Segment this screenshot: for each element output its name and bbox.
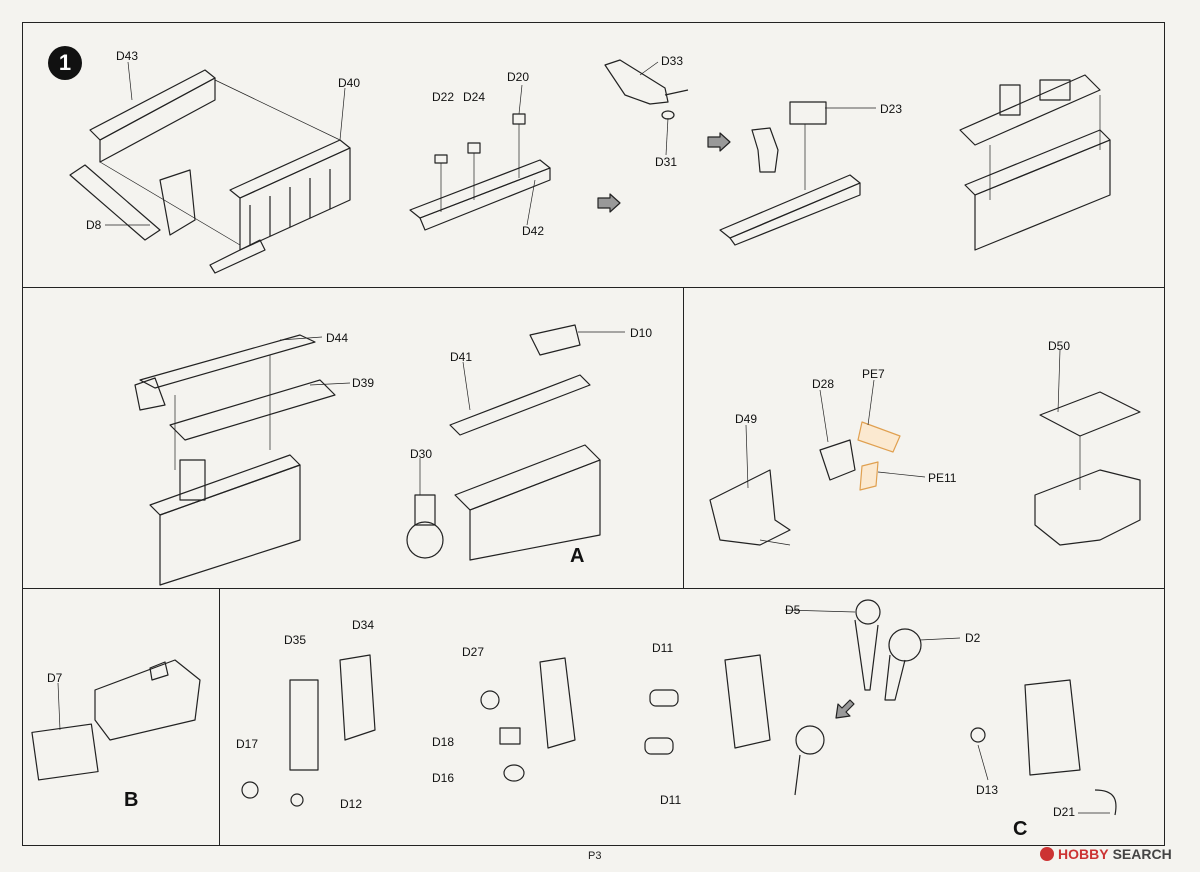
label-d22: D22 — [432, 90, 455, 104]
arrow-right-2 — [707, 132, 731, 152]
radiator-d49-drawing — [709, 439, 856, 546]
label-d28: D28 — [812, 377, 835, 391]
label-d11-bottom: D11 — [660, 793, 682, 807]
rail-sub-assembly-drawing — [719, 101, 861, 246]
step-number-badge: 1 — [48, 46, 82, 80]
arrow-down-left — [835, 699, 855, 719]
engine-complete-drawing — [959, 74, 1111, 251]
etch-pe11-drawing — [859, 461, 879, 491]
label-d12: D12 — [340, 797, 363, 811]
rail-assembly-drawing — [409, 113, 551, 231]
watermark-suffix: SEARCH — [1112, 846, 1172, 862]
label-d2: D2 — [965, 631, 981, 645]
arrow-right-1 — [597, 193, 621, 213]
pump-final-drawing — [970, 679, 1117, 816]
engine-block-a-drawing — [406, 324, 601, 561]
engine-top-cover-drawing — [134, 334, 336, 586]
pump-d27-drawing — [480, 657, 576, 782]
radiator-b-drawing — [31, 659, 201, 781]
watermark-brand: HOBBY — [1058, 846, 1109, 862]
label-d39: D39 — [352, 376, 375, 390]
label-d50: D50 — [1048, 339, 1071, 353]
step-number: 1 — [58, 50, 72, 75]
label-d18: D18 — [432, 735, 455, 749]
label-d31: D31 — [655, 155, 678, 169]
label-d21: D21 — [1053, 805, 1076, 819]
label-pe7: PE7 — [862, 367, 885, 381]
leader-lines — [57, 61, 1110, 814]
label-d5: D5 — [785, 603, 801, 617]
page-number: P3 — [588, 850, 602, 862]
label-d8: D8 — [86, 218, 102, 232]
label-d44: D44 — [326, 331, 349, 345]
exhaust-bracket-drawing — [604, 59, 689, 120]
label-d20: D20 — [507, 70, 530, 84]
label-d17: D17 — [236, 737, 259, 751]
engine-frame-drawing — [69, 69, 351, 274]
label-d41: D41 — [450, 350, 473, 364]
label-d11-top: D11 — [652, 641, 674, 655]
label-d49: D49 — [735, 412, 758, 426]
label-d23: D23 — [880, 102, 903, 116]
label-d43: D43 — [116, 49, 139, 63]
label-d7: D7 — [47, 671, 63, 685]
label-d42: D42 — [522, 224, 545, 238]
mark-b: B — [124, 789, 139, 811]
label-d16: D16 — [432, 771, 455, 785]
label-d34: D34 — [352, 618, 375, 632]
pump-d11-drawing — [644, 654, 825, 796]
label-d35: D35 — [284, 633, 307, 647]
label-d30: D30 — [410, 447, 433, 461]
etch-pe7-drawing — [857, 421, 901, 453]
label-d33: D33 — [661, 54, 684, 68]
label-d13: D13 — [976, 783, 999, 797]
panel-assembly-c — [219, 588, 1165, 846]
radiator-d50-drawing — [1034, 391, 1141, 546]
label-d27: D27 — [462, 645, 485, 659]
label-pe11: PE11 — [928, 471, 957, 485]
label-d10: D10 — [630, 326, 653, 340]
label-d40: D40 — [338, 76, 361, 90]
watermark: HOBBY SEARCH — [1040, 846, 1172, 862]
bracket-d5-d2-drawing — [854, 599, 922, 701]
label-d24: D24 — [463, 90, 486, 104]
pump-d34-drawing — [241, 654, 376, 807]
mark-a: A — [570, 545, 585, 567]
watermark-logo-icon — [1040, 847, 1054, 861]
mark-c: C — [1013, 818, 1028, 840]
